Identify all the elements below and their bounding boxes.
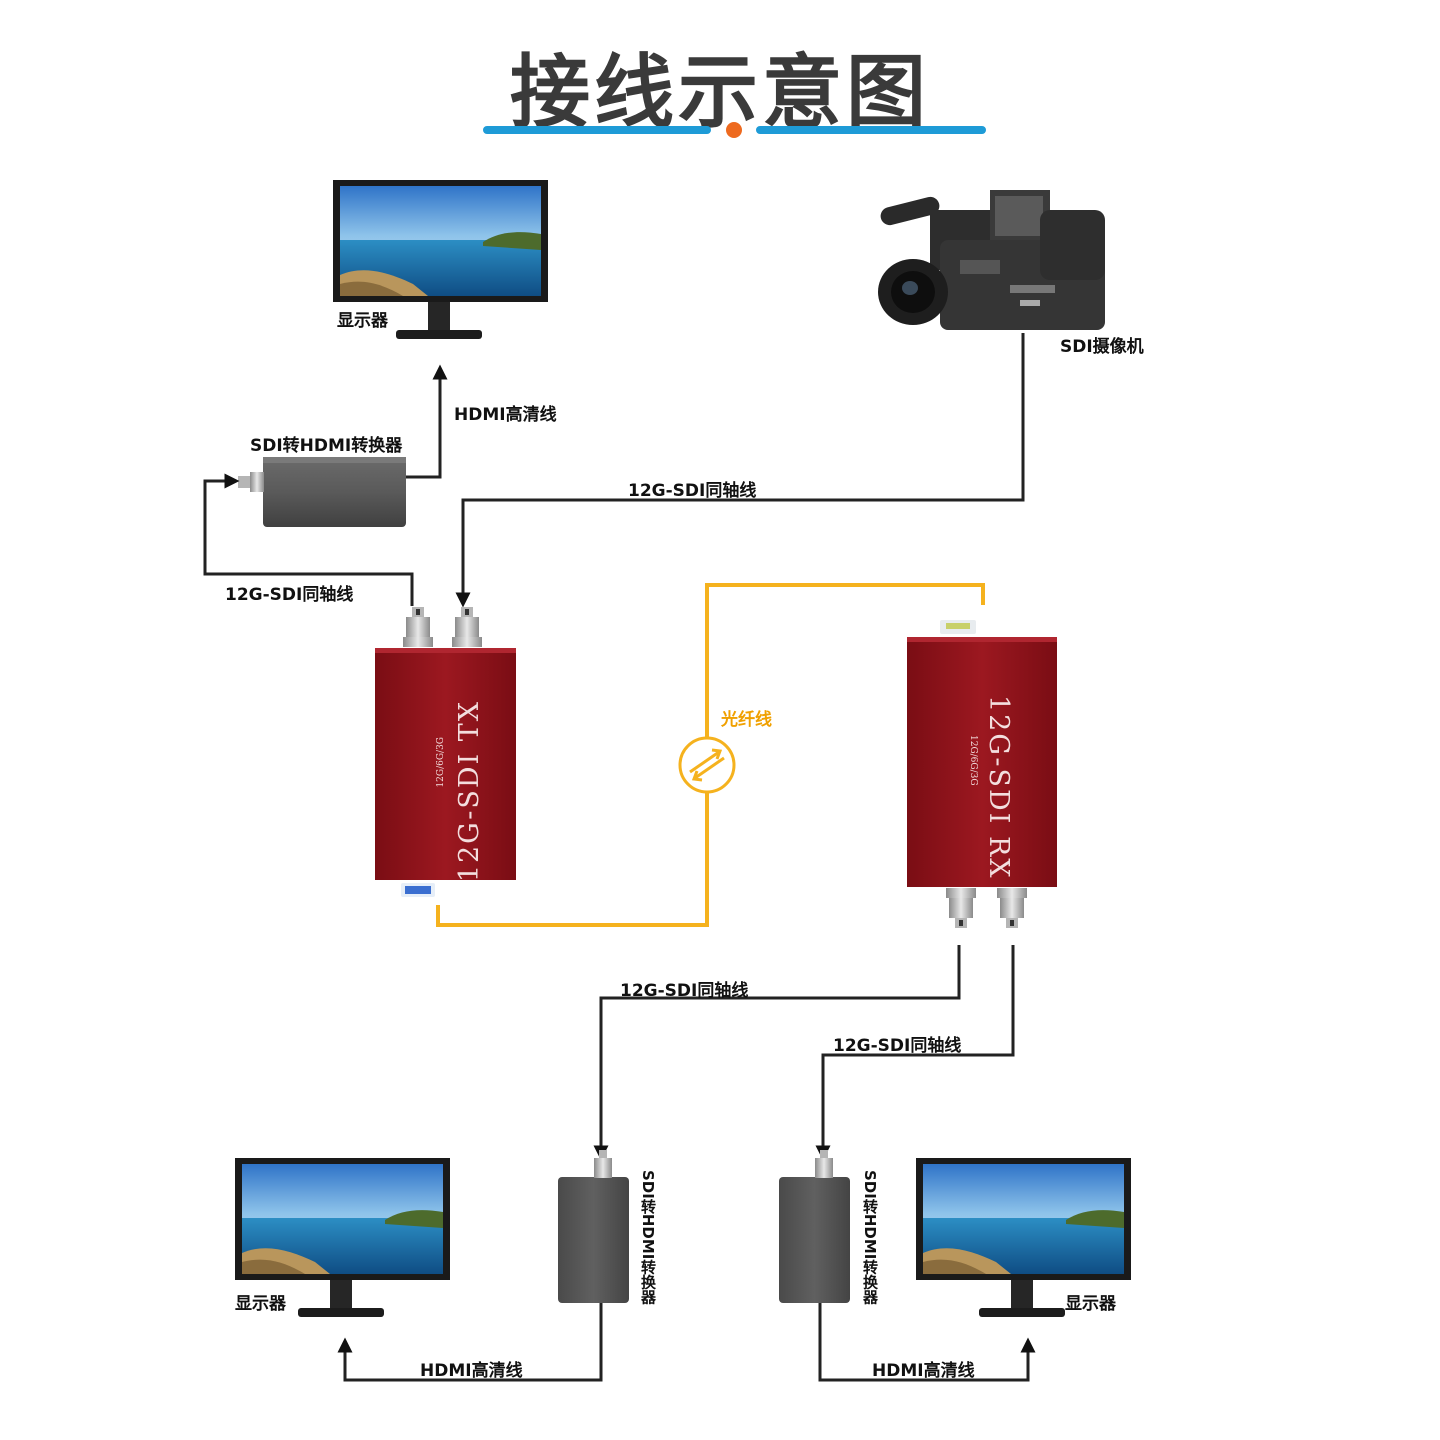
monitor-label: 显示器 xyxy=(1065,1294,1116,1314)
page-title: 接线示意图 xyxy=(510,46,930,139)
cable-tx-to-converter xyxy=(203,473,414,606)
bnc-connector-icon xyxy=(452,607,482,647)
cable-converter-to-monitor xyxy=(406,364,448,479)
monitor-label: 显示器 xyxy=(337,311,388,331)
bnc-connector-icon xyxy=(997,888,1027,928)
hdmi-cable-label: HDMI高清线 xyxy=(454,405,557,425)
converter-icon xyxy=(779,1150,850,1303)
title-bar-left xyxy=(483,126,711,134)
rx-model-label: 12G-SDI RX xyxy=(983,695,1014,880)
camera-icon xyxy=(878,190,1105,330)
sdi-cable-label: 12G-SDI同轴线 xyxy=(628,481,757,501)
cable-converter-right-to-monitor xyxy=(818,1303,1036,1382)
monitor-label: 显示器 xyxy=(235,1294,286,1314)
converter-icon xyxy=(558,1150,629,1303)
title-bar-right xyxy=(756,126,986,134)
rx-spec-label: 12G/6G/3G xyxy=(968,735,978,786)
cable-rx-to-converter-right xyxy=(815,945,1015,1161)
converter-label: SDI转HDMI转换器 xyxy=(639,1170,657,1305)
sdi-cable-label: 12G-SDI同轴线 xyxy=(225,585,354,605)
converter-icon xyxy=(238,457,406,527)
fiber-connector-icon xyxy=(940,620,976,634)
bnc-connector-icon xyxy=(403,607,433,647)
tx-spec-label: 12G/6G/3G xyxy=(436,737,446,788)
tx-model-label: 12G-SDI TX xyxy=(454,700,485,883)
cable-rx-to-converter-left xyxy=(593,945,961,1161)
camera-label: SDI摄像机 xyxy=(1060,337,1144,357)
cable-converter-left-to-monitor xyxy=(337,1303,603,1382)
fiber-label: 光纤线 xyxy=(721,710,772,730)
sdi-cable-label: 12G-SDI同轴线 xyxy=(620,981,749,1001)
hdmi-cable-label: HDMI高清线 xyxy=(420,1361,523,1381)
bnc-connector-icon xyxy=(946,888,976,928)
title-dot xyxy=(726,122,742,138)
hdmi-cable-label: HDMI高清线 xyxy=(872,1361,975,1381)
fiber-exchange-icon xyxy=(678,736,736,794)
converter-label: SDI转HDMI转换器 xyxy=(861,1170,879,1305)
cable-camera-to-tx xyxy=(455,333,1025,608)
fiber-connector-icon xyxy=(401,883,435,897)
rx-device xyxy=(907,637,1057,887)
converter-label: SDI转HDMI转换器 xyxy=(250,436,403,456)
sdi-cable-label: 12G-SDI同轴线 xyxy=(833,1036,962,1056)
tx-device xyxy=(375,648,516,880)
